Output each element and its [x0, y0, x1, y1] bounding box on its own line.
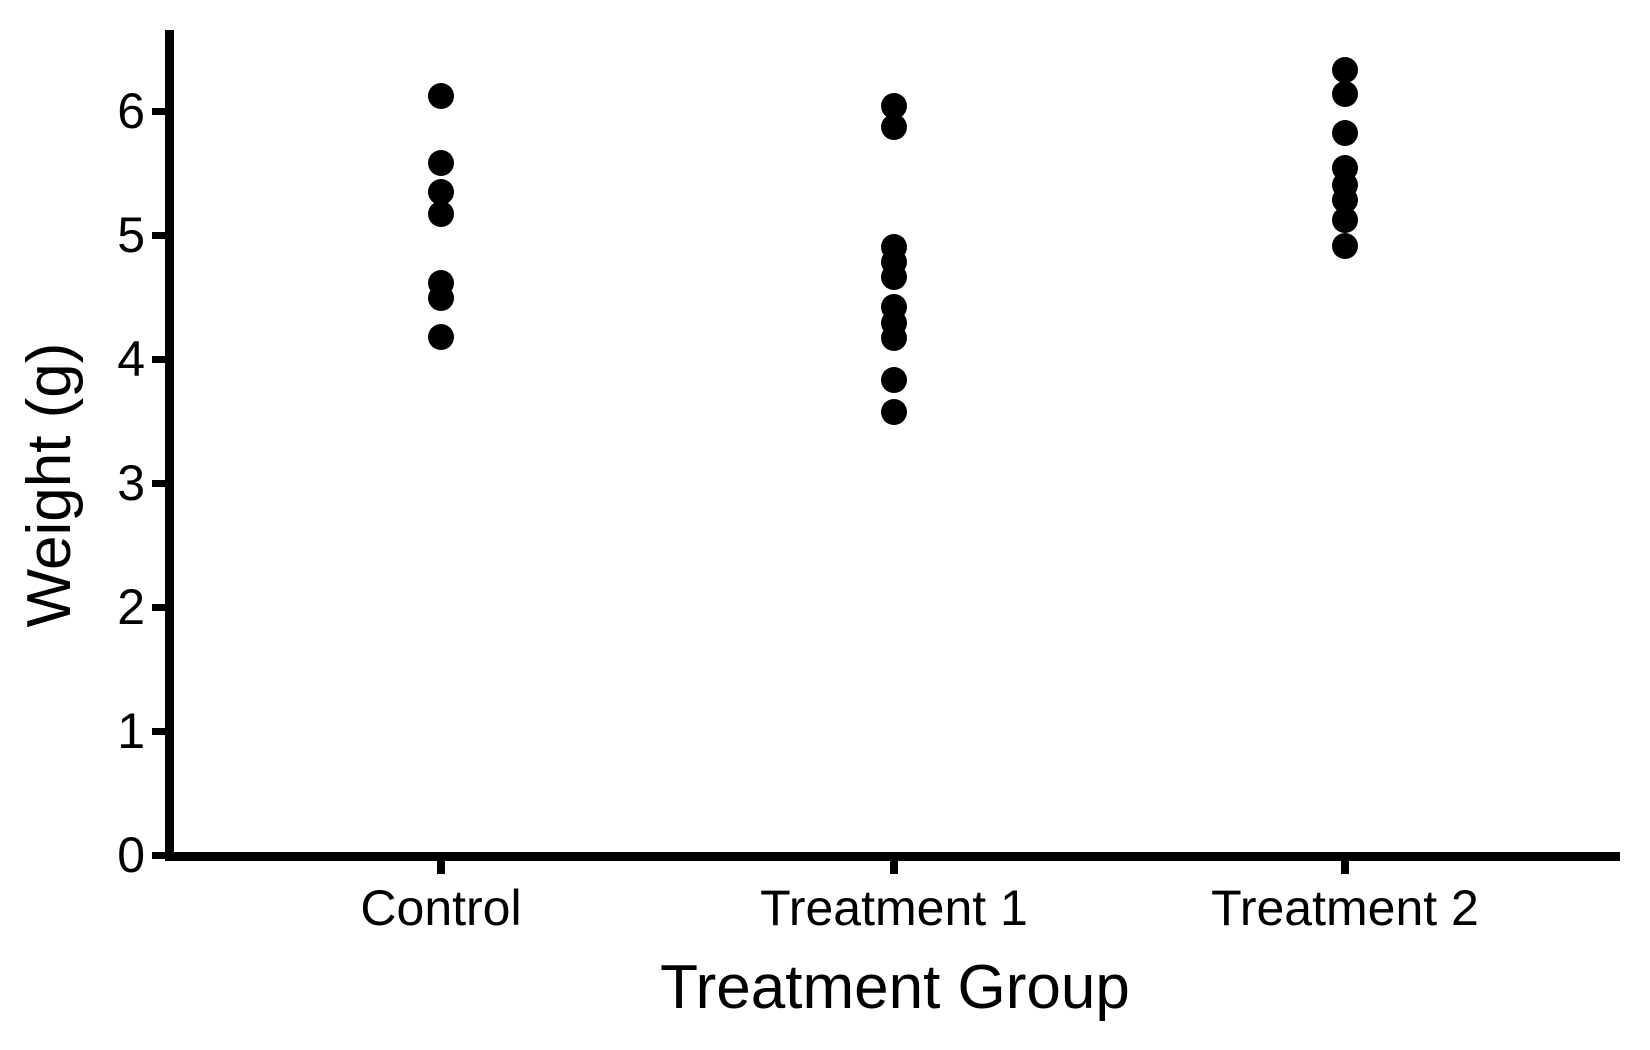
x-tick-label: Treatment 2	[1211, 880, 1479, 936]
y-tick-label: 3	[117, 455, 145, 511]
y-tick-label: 0	[117, 827, 145, 883]
y-tick-mark	[152, 231, 165, 239]
y-tick-mark	[152, 107, 165, 115]
x-axis-line	[165, 852, 1620, 861]
data-point	[881, 367, 907, 394]
data-point	[428, 285, 454, 312]
data-point	[1332, 57, 1358, 84]
y-axis-line	[165, 30, 174, 861]
data-point	[1332, 80, 1358, 107]
y-tick-mark	[152, 355, 165, 363]
x-tick-label: Control	[360, 880, 522, 936]
data-point	[1332, 233, 1358, 260]
data-point	[881, 324, 907, 351]
y-tick-mark	[152, 603, 165, 611]
data-point	[881, 114, 907, 141]
y-tick-mark	[152, 727, 165, 735]
data-point	[428, 200, 454, 227]
data-point	[428, 178, 454, 205]
data-point	[428, 323, 454, 350]
x-tick-mark	[1341, 861, 1349, 874]
data-point	[428, 150, 454, 177]
y-tick-mark	[152, 479, 165, 487]
y-tick-mark	[152, 851, 165, 859]
y-tick-label: 1	[117, 703, 145, 759]
data-point	[1332, 120, 1358, 147]
x-axis-title: Treatment Group	[660, 953, 1130, 1022]
x-tick-mark	[890, 861, 898, 874]
x-tick-label: Treatment 1	[760, 880, 1028, 936]
data-point	[881, 264, 907, 291]
y-tick-label: 5	[117, 207, 145, 263]
y-tick-label: 4	[117, 331, 145, 387]
data-point	[881, 399, 907, 426]
y-tick-label: 6	[117, 83, 145, 139]
y-tick-label: 2	[117, 579, 145, 635]
x-tick-mark	[437, 861, 445, 874]
data-point	[428, 83, 454, 110]
data-point	[1332, 207, 1358, 234]
